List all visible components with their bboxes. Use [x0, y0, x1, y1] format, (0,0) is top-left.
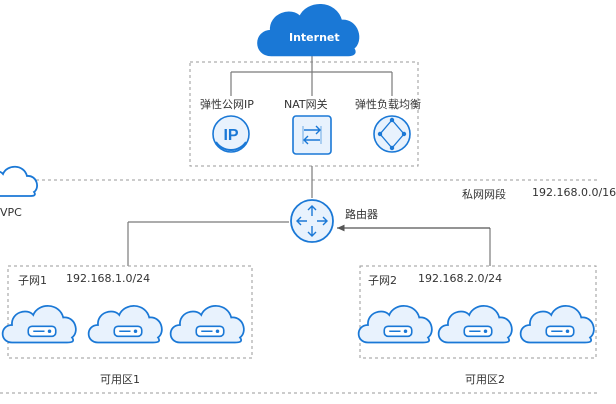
- zone2-label: 可用区2: [465, 373, 505, 386]
- cloud-server-icon: [87, 305, 163, 344]
- private-segment-label: 私网网段: [462, 188, 506, 201]
- diagram-canvas: IP: [0, 3, 600, 394]
- load-balancer-icon: [373, 115, 411, 153]
- service-label-eip: 弹性公网IP: [200, 98, 254, 111]
- private-segment-cidr: 192.168.0.0/16: [532, 186, 616, 199]
- svg-text:IP: IP: [223, 127, 238, 144]
- service-label-nat: NAT网关: [284, 98, 328, 111]
- subnet2-box: [359, 265, 597, 359]
- cloud-server-icon: [357, 305, 433, 344]
- subnet1-label: 子网1: [18, 274, 47, 287]
- cloud-server-icon: [519, 305, 595, 344]
- cloud-server-icon: [1, 305, 77, 344]
- subnet1-cidr: 192.168.1.0/24: [66, 272, 151, 285]
- vpc-cloud-icon: [0, 165, 38, 197]
- router-label: 路由器: [345, 208, 378, 221]
- vpc-label: VPC: [0, 206, 22, 219]
- cloud-server-icon: [169, 305, 245, 344]
- server-group: [1, 305, 595, 344]
- nat-gateway-icon: [292, 115, 332, 155]
- subnet2-cidr: 192.168.2.0/24: [418, 272, 503, 285]
- service-label-elb: 弹性负载均衡: [355, 98, 421, 111]
- services-box: [189, 61, 419, 167]
- internet-label: Internet: [289, 31, 340, 44]
- eip-icon: IP: [212, 115, 250, 153]
- zone1-label: 可用区1: [100, 373, 140, 386]
- router-icon: [290, 199, 334, 243]
- subnet2-label: 子网2: [368, 274, 397, 287]
- vpc-architecture-diagram: IP: [0, 3, 616, 394]
- subnet1-box: [7, 265, 253, 359]
- cloud-server-icon: [437, 305, 513, 344]
